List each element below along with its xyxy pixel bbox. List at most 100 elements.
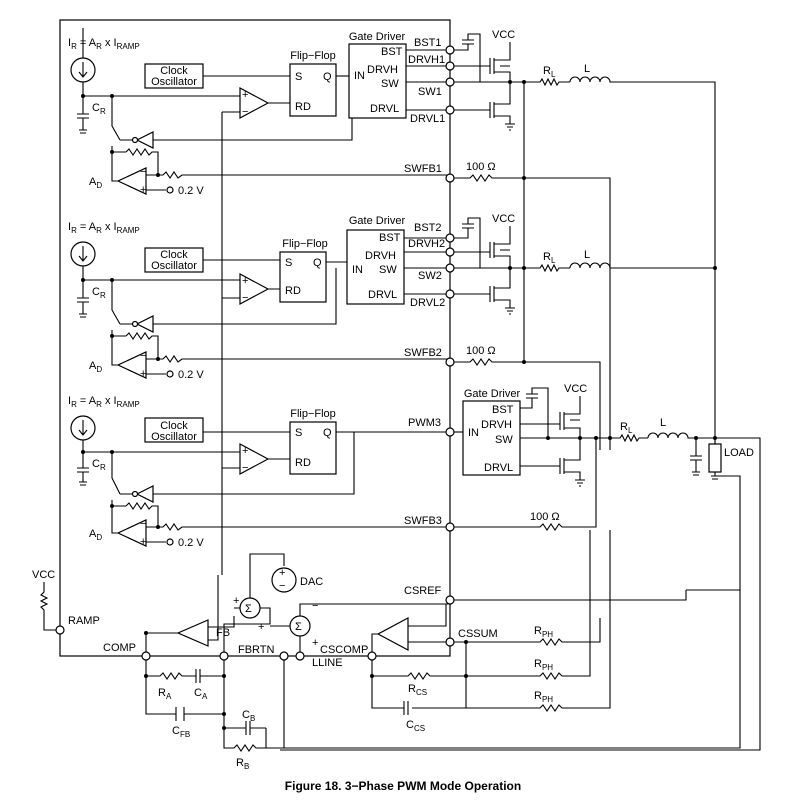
rph-3-label: RPH [534,690,553,704]
svg-text:−: − [312,600,318,612]
ramp-label: RAMP [68,615,100,627]
svg-text:+: + [312,637,318,649]
error-amp-icon [176,619,209,647]
gd-sw: SW [381,78,399,90]
phase-3: IR = AR x IRAMP CR Clock Oscillator + − … [68,383,761,751]
amp-ad-label: AD [89,360,102,374]
pin-drvl2: DRVL2 [410,297,445,309]
ff-rd-label: RD [295,101,311,113]
svg-text:+: + [279,567,285,579]
clock-oscillator-box [144,63,204,89]
gd-in: IN [468,427,479,439]
pin-drvh2: DRVH2 [408,238,445,250]
svg-text:−: − [279,580,285,592]
rph-1-label: RPH [534,625,553,639]
svg-text:+: + [140,536,146,548]
comparator-icon [239,442,270,476]
svg-text:−: − [242,462,248,474]
controller-ic-outline [59,19,451,657]
flipflop-box [289,63,337,117]
rb-label: RB [236,757,249,771]
gd-in: IN [352,264,363,276]
pin-swfb2: SWFB2 [404,347,442,359]
inverter-icon [135,315,154,333]
pin-bst1: BST1 [414,37,442,49]
ff-s-label: S [295,427,302,439]
amp-ad-icon [116,519,147,547]
svg-text:+: + [140,368,146,380]
rcs-label: RCS [408,683,427,697]
gd-drvh: DRVH [481,419,512,431]
gate-driver-box [462,400,521,476]
clock-label-1: Clock [160,65,188,77]
current-sense-amp-icon [376,617,409,651]
lline-label: LLINE [312,657,343,669]
svg-text:−: − [140,166,146,178]
vcc-left-label: VCC [32,569,55,581]
svg-text:+: + [140,184,146,196]
gd-drvl: DRVL [484,462,513,474]
ff-q-label: Q [313,257,322,269]
amp-ad-label: AD [89,176,102,190]
iref-label: IR = AR x IRAMP [68,395,140,409]
svg-text:+: + [242,275,248,287]
clock-oscillator-box [144,417,204,443]
pin-swfb1: SWFB1 [404,163,442,175]
clock-label-2: Oscillator [151,76,197,88]
gd-bst: BST [381,46,403,58]
cssum-label: CSSUM [458,628,498,640]
figure-caption: Figure 18. 3−Phase PWM Mode Operation [285,779,521,793]
pin-bst2: BST2 [414,222,442,234]
l-label: L [584,63,590,75]
cscomp-label: CSCOMP [320,644,368,656]
pin-drvh1: DRVH1 [408,54,445,66]
ccs-label: CCS [406,719,425,733]
clock-label-2: Oscillator [151,431,197,443]
flipflop-box [289,421,337,475]
cb-label: CB [242,709,255,723]
dac-source-icon [271,567,297,593]
cap-cr-label: CR [92,286,106,300]
gd-bst: BST [492,404,514,416]
vref-label: 0.2 V [178,185,204,197]
sigma-2: Σ [295,621,302,633]
gd-bst: BST [379,232,401,244]
vref-label: 0.2 V [178,537,204,549]
ff-s-label: S [295,71,302,83]
vcc-label: VCC [492,213,515,225]
phase-1: IR = AR x IRAMP CR Clock Oscillator S + … [68,28,716,575]
flipflop-title: Flip−Flop [290,408,336,420]
fb-label: FB [216,627,230,639]
rl-label: RL [620,421,633,435]
rph-2-label: RPH [534,658,553,672]
comp-label: COMP [103,642,136,654]
svg-text:+: + [242,89,248,101]
gd-drvl: DRVL [368,289,397,301]
flipflop-title: Flip−Flop [282,238,328,250]
iref-label: IR = AR x IRAMP [68,37,140,51]
svg-text:−: − [242,106,248,118]
pin-sw2: SW2 [418,270,442,282]
svg-text:−: − [140,518,146,530]
vcc-label: VCC [492,29,515,41]
gd-in: IN [354,70,365,82]
pin-pwm3: PWM3 [408,417,441,429]
iref-label: IR = AR x IRAMP [68,221,140,235]
amp-ad-label: AD [89,528,102,542]
svg-text:+: + [242,445,248,457]
flipflop-box [279,251,327,303]
clock-label-1: Clock [160,249,188,261]
gate-driver-box [346,229,405,305]
ca-label: CA [194,687,208,701]
sigma-1: Σ [245,603,252,615]
phase-2: IR = AR x IRAMP CR Clock Oscillator + − … [68,178,717,450]
inverter-icon [135,485,154,503]
amp-ad-icon [116,351,147,379]
res-swfb2-label: 100 Ω [466,345,496,357]
svg-text:+: + [258,621,264,633]
fbrtn-label: FBRTN [238,644,275,656]
ff-rd-label: RD [295,457,311,469]
ff-s-label: S [285,257,292,269]
